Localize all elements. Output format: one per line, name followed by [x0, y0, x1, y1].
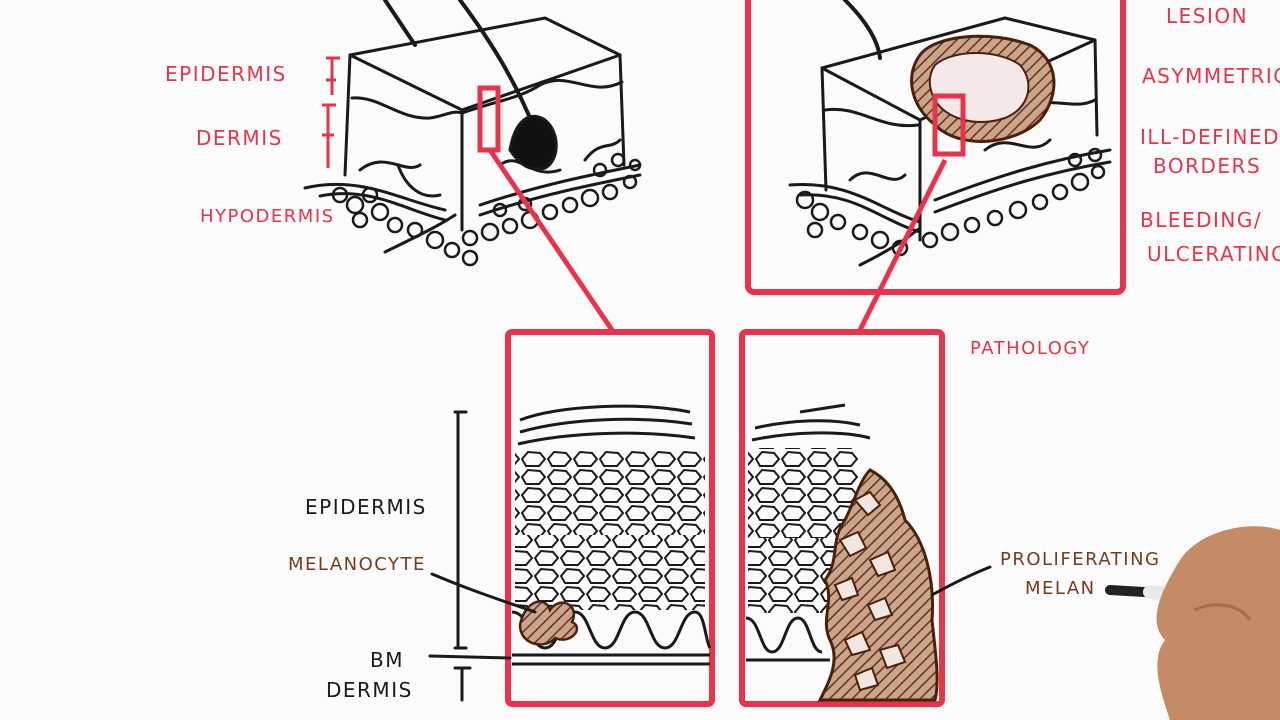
lesion-callout-line	[857, 158, 948, 332]
melanoma-basal-layer	[745, 616, 830, 662]
hair-shafts	[383, 0, 537, 132]
normal-histology-frame	[505, 329, 715, 707]
hair-follicle	[508, 114, 558, 171]
layer-brackets-top	[322, 56, 340, 168]
label-bm: BM	[370, 648, 404, 672]
melanoma-epidermis-cells	[748, 403, 871, 613]
lesion-hair	[843, 0, 882, 60]
label-dermis-top: DERMIS	[196, 126, 283, 150]
label-pathology: PATHOLOGY	[970, 338, 1091, 359]
melanoma-lesion-center	[928, 52, 1030, 123]
label-proliferating: PROLIFERATING	[1000, 549, 1161, 570]
lesion-callout-box	[932, 93, 966, 157]
label-asymmetric: ASYMMETRIC	[1142, 64, 1280, 88]
atypical-melanocyte-cells	[833, 490, 907, 692]
label-melanocyte: MELANOCYTE	[288, 554, 426, 575]
lesion-panel-frame	[745, 0, 1126, 295]
label-ulcerating: ULCERATING	[1147, 242, 1280, 266]
normal-basal-layer	[511, 610, 712, 666]
melanoma-histology-frame	[739, 329, 945, 707]
normal-callout-box	[477, 85, 501, 153]
layer-brackets-bottom	[428, 410, 992, 702]
normal-epidermis-cells	[515, 404, 705, 610]
normal-skin-block	[303, 16, 642, 254]
label-ill-defined: ILL-DEFINED	[1140, 125, 1280, 149]
hypodermis-fat-cells	[331, 152, 642, 267]
label-lesion: LESION	[1166, 4, 1249, 28]
label-dermis-bottom: DERMIS	[326, 678, 413, 702]
label-hypodermis: HYPODERMIS	[200, 206, 335, 227]
label-borders: BORDERS	[1153, 154, 1262, 178]
label-epidermis-bottom: EPIDERMIS	[305, 495, 427, 519]
label-melan: MELAN	[1025, 578, 1096, 599]
label-bleeding: BLEEDING/	[1140, 208, 1263, 232]
normal-callout-line	[487, 148, 615, 332]
lesion-fat-cells	[795, 147, 1106, 257]
label-epidermis-top: EPIDERMIS	[165, 62, 287, 86]
hand-with-pen	[1105, 526, 1280, 720]
melanocyte-cell	[518, 600, 579, 646]
